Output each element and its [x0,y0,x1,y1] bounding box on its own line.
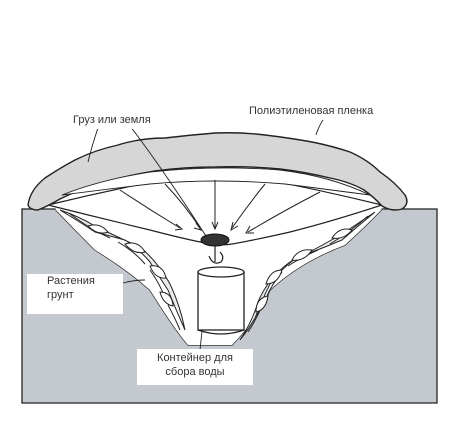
weight-rock [200,233,230,247]
drip-hook [208,246,224,264]
label-container-line1: Контейнер для [157,352,233,364]
label-plants: Растения [47,275,95,287]
condensation-arrows [119,180,321,234]
label-water-container: Контейнер для сбора воды [137,349,253,385]
label-plastic-film: Полиэтиленовая пленка [246,104,377,120]
label-soil: грунт [47,288,74,301]
plants-left [59,209,186,331]
label-container-line2: сбора воды [165,365,225,378]
plastic-film-inner [61,167,371,196]
label-weight: Груз или земля [70,113,154,129]
label-plants-soil: Растения грунт [27,274,123,314]
plants-right [239,211,376,341]
water-container [197,266,245,335]
